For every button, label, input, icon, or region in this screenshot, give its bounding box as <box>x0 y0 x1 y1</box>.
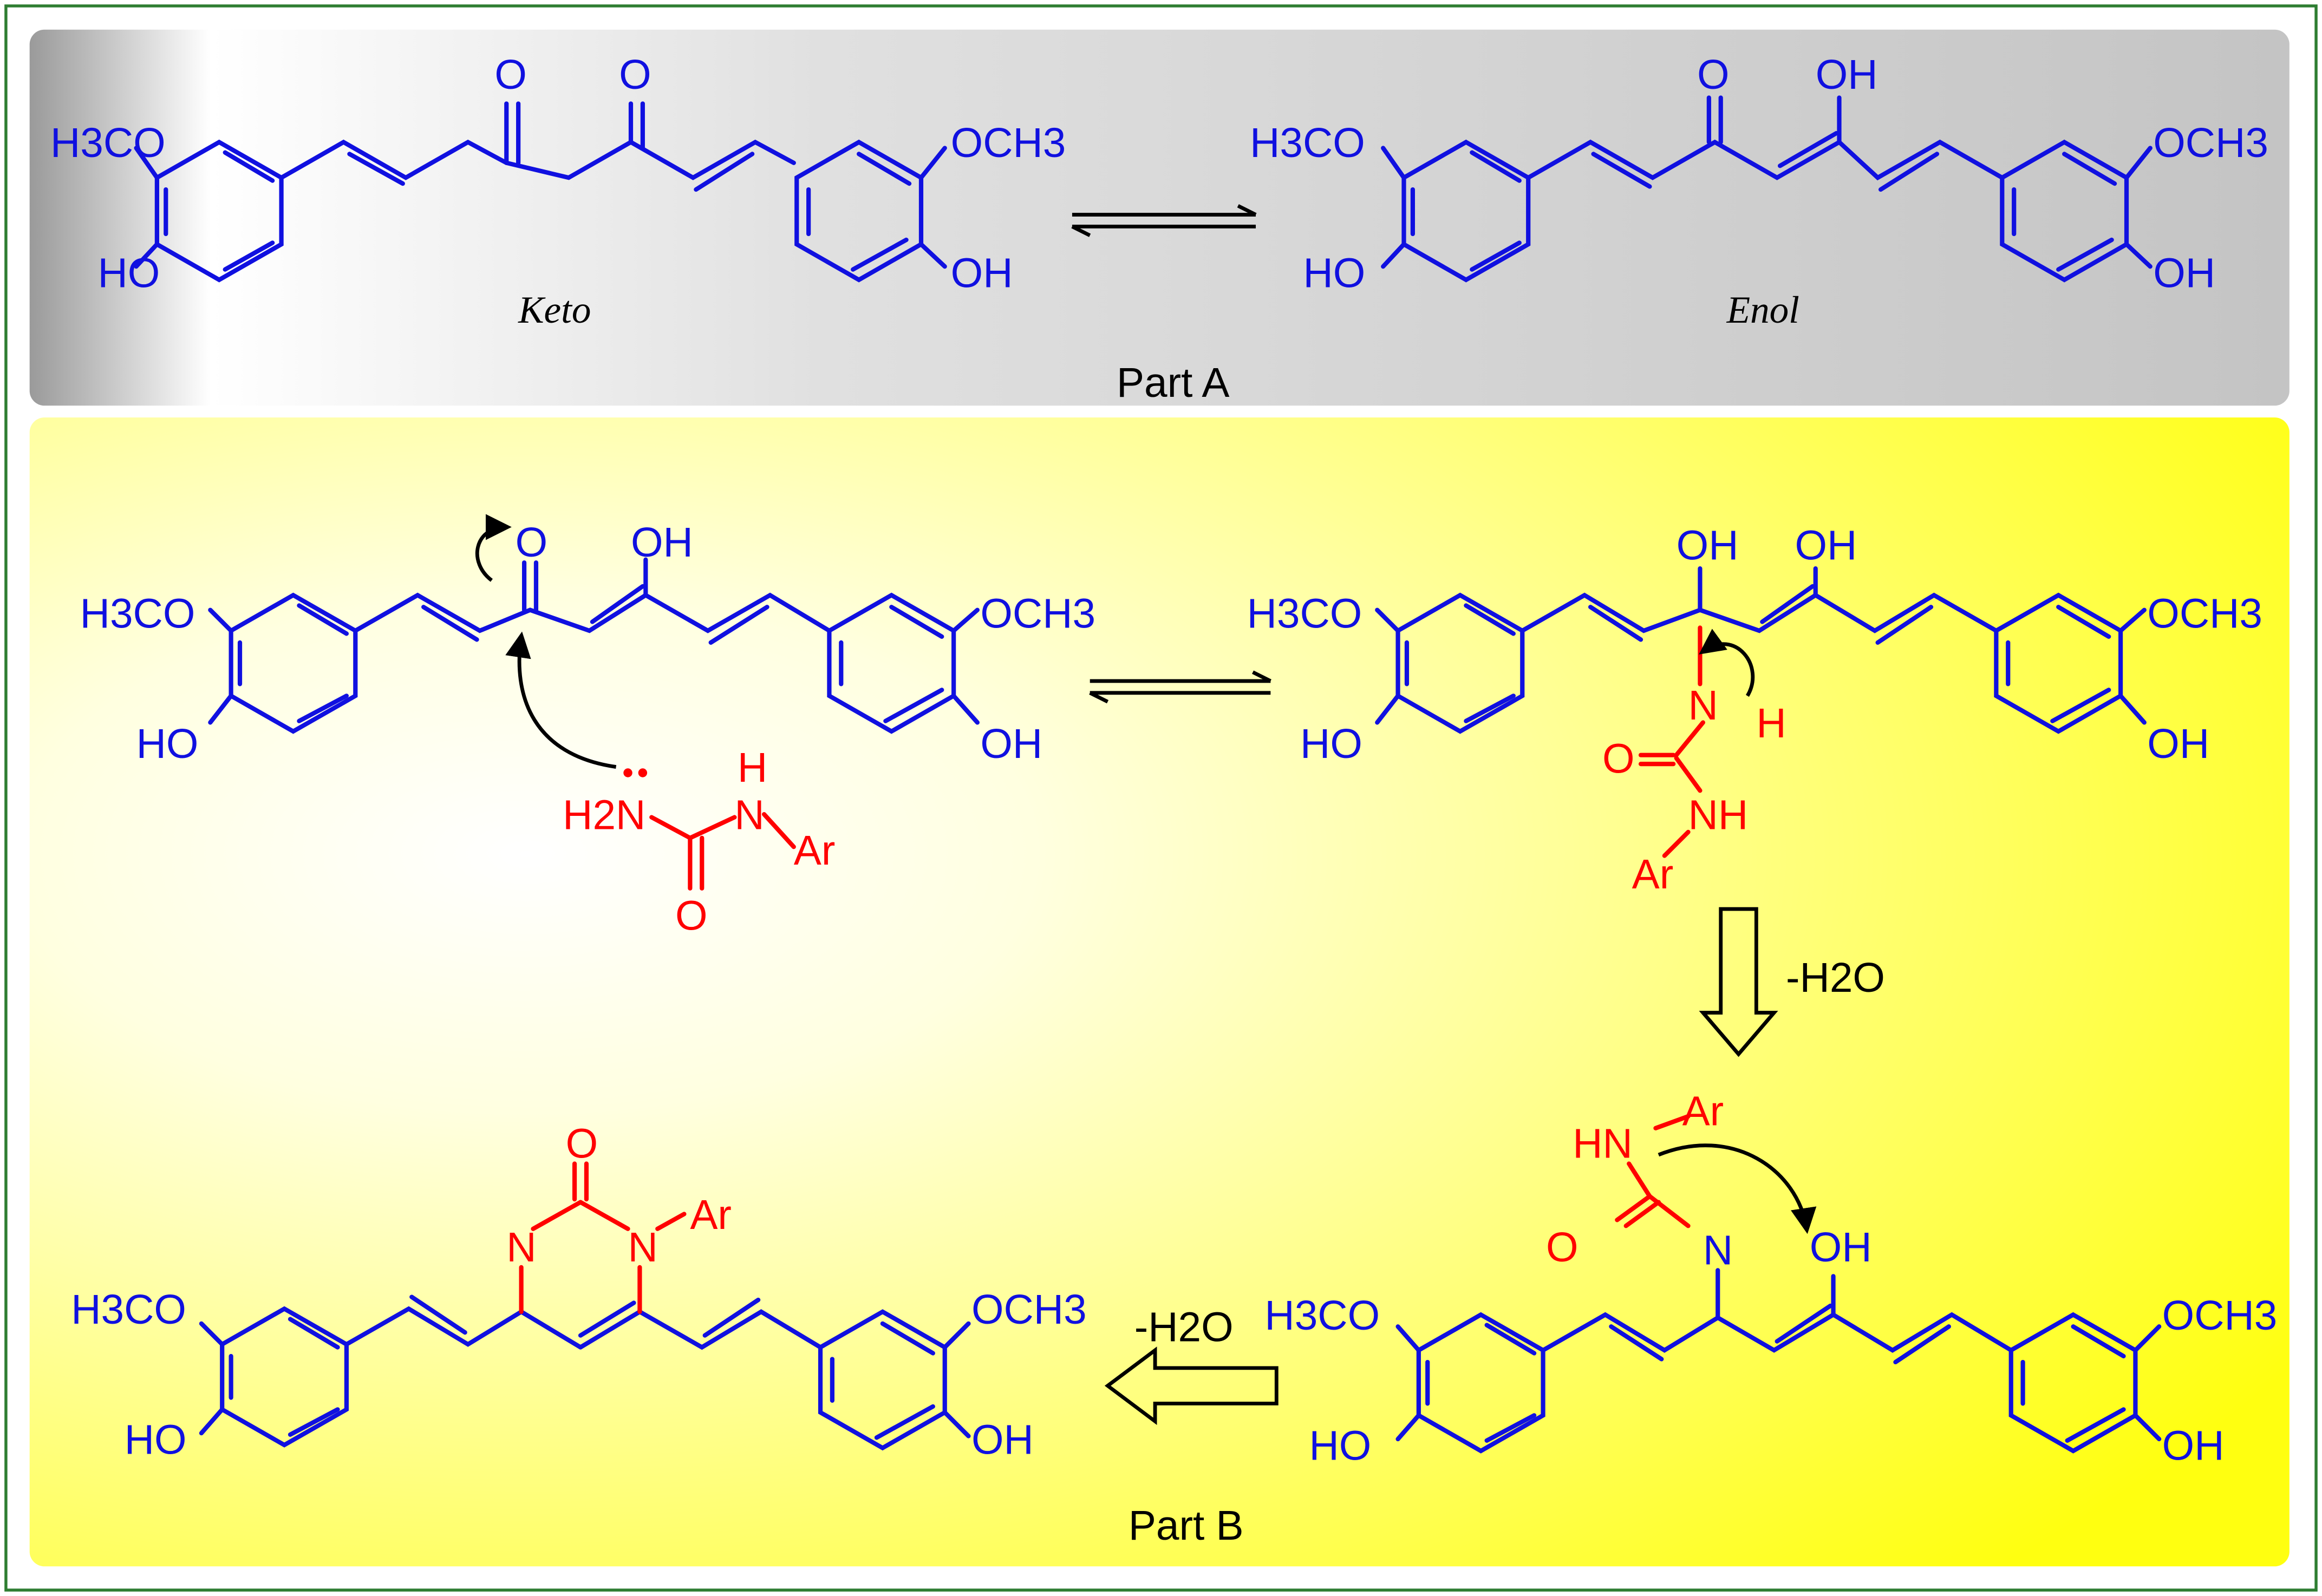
b-enol-h3co: H3CO <box>80 591 195 637</box>
b-enol-ho: HO <box>136 721 199 767</box>
imine-structure <box>1395 1268 2162 1454</box>
adduct-structure <box>1375 566 2147 734</box>
cyclization-arrow <box>1658 1143 1817 1234</box>
nucleophilic-attack-arrow <box>505 631 617 769</box>
dehydration-label-1: -H2O <box>1786 955 1885 1001</box>
dehydration-label-2: -H2O <box>1134 1305 1234 1351</box>
enol-oh-top: OH <box>1816 52 1878 98</box>
keto-h3co: H3CO <box>50 120 166 166</box>
part-b-panel <box>29 417 2290 1567</box>
adduct-och3: OCH3 <box>2147 591 2262 637</box>
imine-och3: OCH3 <box>2162 1293 2278 1339</box>
part-a-label: Part A <box>1117 360 1230 406</box>
electron-push-arrow-small <box>475 514 512 582</box>
equilibrium-arrows-a <box>1071 204 1257 237</box>
reagent-h2n: H2N <box>563 792 645 838</box>
product-h3co: H3CO <box>71 1287 186 1333</box>
keto-o-right: O <box>619 52 651 98</box>
b-enol-structure <box>208 557 980 734</box>
keto-o-left: O <box>494 52 527 98</box>
imine-n: N <box>1703 1227 1733 1273</box>
product-ho: HO <box>125 1417 187 1463</box>
enol-och3: OCH3 <box>2153 120 2268 166</box>
imine-ho: HO <box>1309 1423 1371 1469</box>
adduct-n: N <box>1688 683 1718 729</box>
b-enol-oh: OH <box>980 721 1042 767</box>
imine-h3co: H3CO <box>1264 1293 1380 1339</box>
adduct-oh: OH <box>2147 721 2209 767</box>
adduct-o: O <box>1602 736 1635 782</box>
product-n3: N <box>628 1225 658 1271</box>
enol-label: Enol <box>1726 289 1799 331</box>
keto-och3: OCH3 <box>951 120 1066 166</box>
equilibrium-arrows-b <box>1089 670 1271 704</box>
adduct-nh: NH <box>1688 792 1749 838</box>
adduct-ar: Ar <box>1632 852 1674 898</box>
part-b-label: Part B <box>1129 1503 1244 1549</box>
product-och3: OCH3 <box>971 1287 1087 1333</box>
b-enol-och3: OCH3 <box>980 591 1095 637</box>
adduct-ho: HO <box>1300 721 1362 767</box>
enol-h3co: H3CO <box>1250 120 1365 166</box>
lone-pair-dot-1 <box>623 768 632 777</box>
imine-urea <box>1615 1114 1691 1228</box>
reagent-nh-h: H <box>738 745 767 791</box>
dehydration-arrow-down <box>1699 907 1778 1057</box>
enol-oh: OH <box>2153 251 2215 297</box>
reagent-ar: Ar <box>794 828 836 874</box>
adduct-h3co: H3CO <box>1247 591 1362 637</box>
adduct-oh-2: OH <box>1795 523 1857 569</box>
dehydration-arrow-left <box>1104 1346 1279 1425</box>
product-n1: N <box>506 1225 536 1271</box>
imine-ar: Ar <box>1682 1088 1724 1134</box>
b-enol-oh-top: OH <box>631 520 693 566</box>
imine-o: O <box>1546 1225 1579 1271</box>
product-structure <box>199 1294 971 1451</box>
product-ring-red <box>519 1161 687 1314</box>
keto-ho: HO <box>97 251 160 297</box>
enol-ho: HO <box>1303 251 1366 297</box>
keto-structure <box>134 101 947 283</box>
b-enol-o: O <box>516 520 548 566</box>
imine-oh: OH <box>1810 1225 1872 1271</box>
product-o: O <box>566 1121 598 1167</box>
keto-label: Keto <box>518 289 591 331</box>
reagent-nh-n: N <box>734 792 764 838</box>
part-a-panel <box>29 29 2290 406</box>
reagent-o: O <box>675 893 708 939</box>
enol-structure <box>1381 95 2153 283</box>
keto-oh: OH <box>951 251 1013 297</box>
product-oh: OH <box>971 1417 1034 1463</box>
product-ar: Ar <box>690 1192 732 1238</box>
imine-oh-ring: OH <box>2162 1423 2225 1469</box>
lone-pair-dot-2 <box>638 768 648 777</box>
adduct-h: H <box>1756 701 1786 747</box>
adduct-oh-1: OH <box>1677 523 1739 569</box>
enol-o: O <box>1697 52 1730 98</box>
imine-hn: HN <box>1573 1121 1633 1167</box>
urea-reagent <box>649 812 796 891</box>
proton-transfer-arrow <box>1699 629 1755 697</box>
